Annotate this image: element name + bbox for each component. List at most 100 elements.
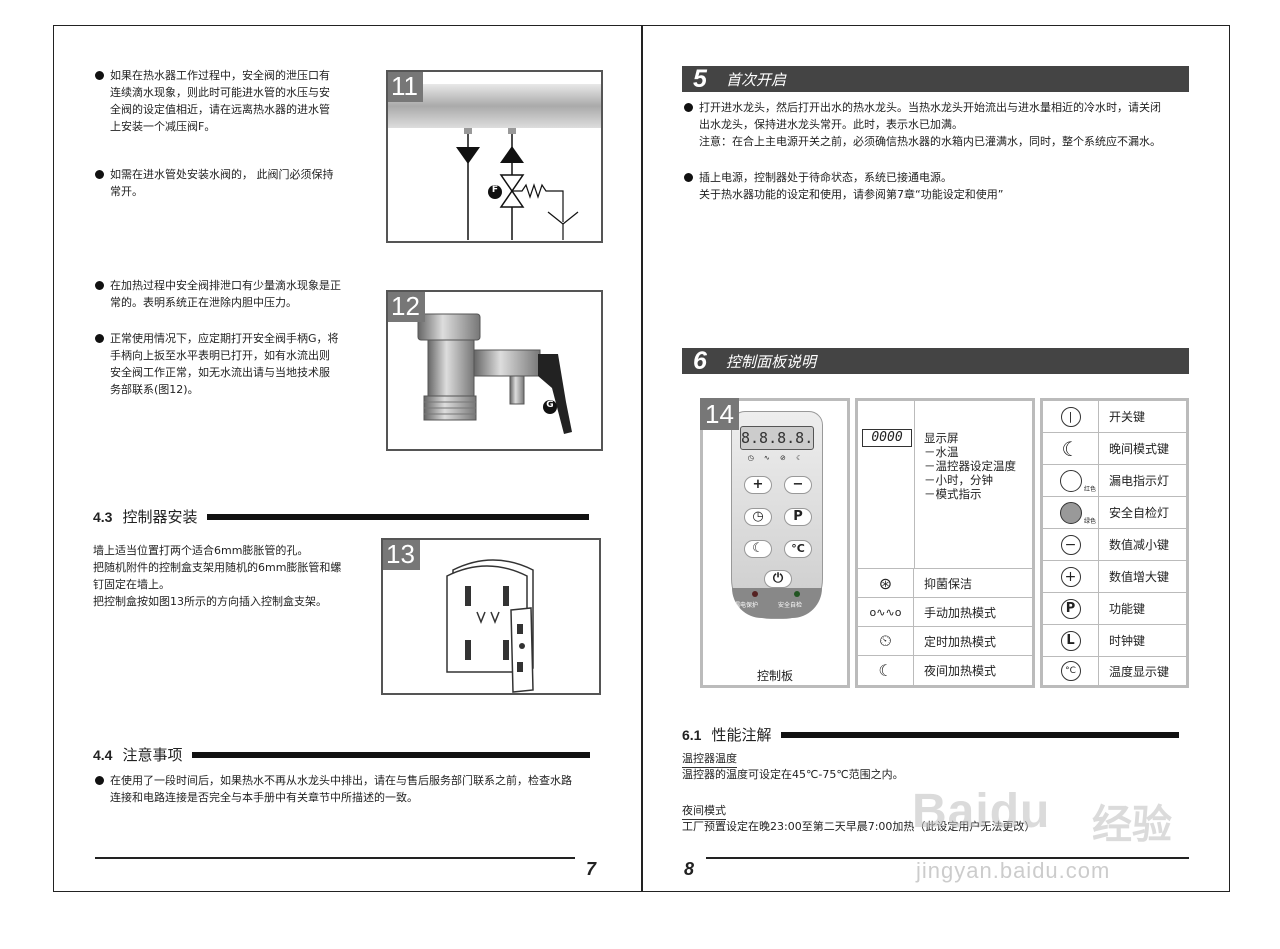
figure-14-number: 14 (700, 398, 739, 430)
bullet-dot (95, 776, 104, 785)
left-bullet-2: 如需在进水管处安装水阀的， 此阀门必须保持 常开。 (95, 166, 334, 200)
section-rule (192, 751, 591, 758)
key-row: + 数值增大键 (1043, 561, 1186, 593)
figure-12-number: 12 (388, 292, 425, 322)
display-lines: 显示屏 －水温 －温控器设定温度 －小时，分钟 －模式指示 (924, 431, 1016, 501)
mode-row: ☾ 夜间加热模式 (858, 656, 1032, 685)
night-text: 工厂预置设定在晚23:00至第二天早晨7:00加热（此设定用户无法更改） (682, 820, 1036, 833)
plus-icon: + (1043, 561, 1099, 592)
bullet-dot (95, 334, 104, 343)
figure-11-number: 11 (388, 72, 423, 102)
figure-13-number: 13 (383, 540, 420, 570)
night-label: 夜间模式 (682, 802, 726, 820)
left-para-1: 如果在热水器工作过程中，安全阀的泄压口有 连续滴水现象，则此时可能进水管的水压与… (110, 69, 330, 133)
figure-11: 11 F (386, 70, 603, 243)
display-modes-table: 0000 显示屏 －水温 －温控器设定温度 －小时，分钟 －模式指示 ⊛ 抑菌保… (855, 398, 1035, 688)
figure-13: 13 (381, 538, 601, 695)
left-para-3: 在加热过程中安全阀排泄口有少量滴水现象是正 常的。表明系统正在泄除内胆中压力。 (110, 279, 341, 309)
thermo-text: 温控器的温度可设定在45℃-75℃范围之内。 (682, 768, 904, 781)
left-bullet-1: 如果在热水器工作过程中，安全阀的泄压口有 连续滴水现象，则此时可能进水管的水压与… (95, 67, 330, 135)
p-button[interactable]: P (784, 508, 812, 526)
clock-button[interactable]: ◷ (744, 508, 772, 526)
right-bullet-2: 插上电源，控制器处于待命状态，系统已接通电源。 关于热水器功能的设定和使用，请参… (684, 169, 1003, 203)
thermo-label: 温控器温度 (682, 750, 737, 768)
power-icon: | (1043, 401, 1099, 432)
left-footer-rule (95, 857, 575, 859)
led-red-icon (752, 591, 758, 597)
display-description: 0000 显示屏 －水温 －温控器设定温度 －小时，分钟 －模式指示 (858, 401, 1032, 569)
chapter-5-bar: 5 首次开启 (682, 65, 1189, 93)
mode-row: ⊛ 抑菌保洁 (858, 569, 1032, 598)
key-row: °C 温度显示键 (1043, 657, 1186, 685)
section-4-3-text: 墙上适当位置打两个适合6mm膨胀管的孔。 把随机附件的控制盒支架用随机的6mm膨… (93, 544, 342, 608)
celsius-button[interactable]: °C (784, 540, 812, 558)
section-4-3-heading: 4.3 控制器安装 (93, 506, 590, 527)
plus-button[interactable]: + (744, 476, 772, 494)
safety-valve-photo (417, 313, 572, 434)
section-4-4-text: 在使用了一段时间后，如果热水不再从水龙头中排出，请在与售后服务部门联系之前，检查… (110, 774, 572, 804)
display-digits-icon: 0000 (862, 429, 912, 447)
led-red-icon: 红色 (1043, 465, 1099, 496)
moon-button[interactable]: ☾ (744, 540, 772, 558)
keys-table: | 开关键 ☾ 晚间模式键 红色 漏电指示灯 绿色 安全自检灯 − 数值减小键 … (1040, 398, 1189, 688)
panel-display: 8.8.8.8. (740, 426, 814, 450)
page-divider (641, 25, 643, 892)
chapter-5-para-2: 插上电源，控制器处于待命状态，系统已接通电源。 关于热水器功能的设定和使用，请参… (699, 171, 1004, 201)
section-4-4-heading: 4.4 注意事项 (93, 744, 591, 765)
key-row: − 数值减小键 (1043, 529, 1186, 561)
key-row: 绿色 安全自检灯 (1043, 497, 1186, 529)
p-icon: P (1043, 593, 1099, 624)
mode-indicator-icons: ◷ ∿ ⊘ ☾ (747, 454, 807, 462)
led-green-icon (794, 591, 800, 597)
right-bullet-1: 打开进水龙头，然后打开出水的热水龙头。当热水龙头开始流出与进水量相近的冷水时，请… (684, 99, 1161, 150)
left-para-2: 如需在进水管处安装水阀的， 此阀门必须保持 常开。 (110, 168, 334, 198)
valve-schematic (388, 84, 601, 240)
control-box: 8.8.8.8. ◷ ∿ ⊘ ☾ + − ◷ P ☾ °C ⏻ 漏电保护 安全自… (731, 411, 823, 619)
left-para-4: 正常使用情况下，应定期打开安全阀手柄G，将 手柄向上扳至水平表明已打开，如有水流… (110, 332, 339, 396)
key-row: ☾ 晚间模式键 (1043, 433, 1186, 465)
left-bullet-4: 正常使用情况下，应定期打开安全阀手柄G，将 手柄向上扳至水平表明已打开，如有水流… (95, 330, 339, 398)
bullet-dot (95, 71, 104, 80)
left-bullet-3: 在加热过程中安全阀排泄口有少量滴水现象是正 常的。表明系统正在泄除内胆中压力。 (95, 277, 341, 311)
power-button[interactable]: ⏻ (764, 570, 792, 588)
timer-heat-icon: ⏲ (858, 627, 914, 655)
chapter-5-para-1: 打开进水龙头，然后打开出水的热水龙头。当热水龙头开始流出与进水量相近的冷水时，请… (699, 101, 1161, 148)
sterilize-icon: ⊛ (858, 569, 914, 597)
valve-label-g: G (546, 400, 554, 410)
mode-row: o∿∿o 手动加热模式 (858, 598, 1032, 627)
minus-button[interactable]: − (784, 476, 812, 494)
key-row: | 开关键 (1043, 401, 1186, 433)
left-bullet-5: 在使用了一段时间后，如果热水不再从水龙头中排出，请在与售后服务部门联系之前，检查… (95, 772, 572, 806)
celsius-icon: °C (1043, 657, 1099, 685)
section-6-1-heading: 6.1 性能注解 (682, 724, 1180, 745)
night-heat-icon: ☾ (858, 656, 914, 685)
led-left-label: 漏电保护 (734, 602, 759, 609)
bullet-dot (684, 103, 693, 112)
bullet-dot (95, 281, 104, 290)
led-right-label: 安全自检 (778, 602, 803, 609)
led-green-icon: 绿色 (1043, 497, 1099, 528)
manual-heat-icon: o∿∿o (858, 598, 914, 626)
section-rule (781, 731, 1180, 738)
panel-bottom: 漏电保护 安全自检 (732, 588, 822, 618)
figure-12: 12 G (386, 290, 603, 451)
bracket-drawing (446, 559, 534, 693)
key-row: L 时钟键 (1043, 625, 1186, 657)
chapter-6-bar: 6 控制面板说明 (682, 347, 1189, 375)
right-footer-rule (706, 857, 1189, 859)
key-row: P 功能键 (1043, 593, 1186, 625)
section-rule (207, 513, 590, 520)
minus-icon: − (1043, 529, 1099, 560)
moon-icon: ☾ (1043, 433, 1099, 464)
page-number-7: 7 (586, 859, 597, 879)
page-number-8: 8 (684, 859, 695, 879)
mode-list: ⊛ 抑菌保洁 o∿∿o 手动加热模式 ⏲ 定时加热模式 ☾ 夜间加热模式 (858, 569, 1032, 685)
bullet-dot (684, 173, 693, 182)
bullet-dot (95, 170, 104, 179)
key-row: 红色 漏电指示灯 (1043, 465, 1186, 497)
panel-caption: 控制板 (756, 669, 793, 683)
l-icon: L (1043, 625, 1099, 656)
valve-label-f: F (491, 185, 499, 195)
mode-row: ⏲ 定时加热模式 (858, 627, 1032, 656)
control-panel-figure: 8.8.8.8. ◷ ∿ ⊘ ☾ + − ◷ P ☾ °C ⏻ 漏电保护 安全自… (700, 398, 850, 688)
